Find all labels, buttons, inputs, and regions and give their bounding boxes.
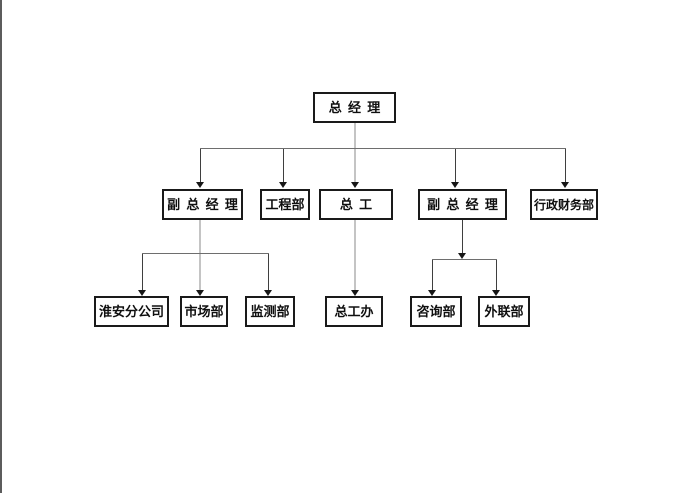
arrow-down-icon — [561, 182, 569, 188]
node-chief-engineer: 总 工 — [319, 189, 393, 220]
arrow-down-icon — [138, 290, 146, 296]
node-chief-eng-office: 总工办 — [325, 296, 383, 327]
node-marketing-dept: 市场部 — [180, 296, 228, 327]
arrow-down-icon — [451, 182, 459, 188]
node-general-manager: 总 经 理 — [313, 92, 396, 123]
node-huaian-branch: 淮安分公司 — [94, 296, 169, 327]
connector-chief-eng-stem — [354, 220, 356, 290]
node-consulting-dept: 咨询部 — [410, 296, 462, 327]
connector-gm-stem — [354, 123, 356, 149]
page-left-edge-line — [0, 0, 2, 493]
node-admin-finance-dept: 行政财务部 — [530, 189, 598, 220]
connector-gm-hline — [200, 148, 566, 149]
connector-drop-admin-finance — [565, 149, 566, 182]
node-external-relations-dept: 外联部 — [478, 296, 530, 327]
arrow-down-icon — [428, 290, 436, 296]
node-monitoring-dept: 监测部 — [245, 296, 295, 327]
arrow-down-icon — [351, 290, 359, 296]
connector-vice-gm-left-hline — [142, 253, 269, 254]
connector-vice-gm-right-hline — [432, 259, 497, 260]
arrow-down-icon — [492, 290, 500, 296]
arrow-down-icon — [196, 290, 204, 296]
connector-drop-engineering — [283, 149, 284, 182]
arrow-down-icon — [196, 182, 204, 188]
connector-drop-vice-gm-right — [455, 149, 456, 182]
node-vice-gm-left: 副 总 经 理 — [162, 189, 243, 220]
connector-drop-huaian-branch — [142, 254, 143, 290]
arrow-down-icon — [458, 253, 466, 259]
arrow-down-icon — [264, 290, 272, 296]
connector-vice-gm-left-stem — [199, 219, 201, 290]
arrow-down-icon — [351, 182, 359, 188]
connector-drop-consulting — [432, 260, 433, 290]
connector-drop-chief-eng — [354, 149, 356, 182]
connector-drop-external-rel — [496, 260, 497, 290]
node-engineering-dept: 工程部 — [260, 189, 310, 220]
node-vice-gm-right: 副 总 经 理 — [418, 189, 507, 220]
connector-drop-vice-gm-left — [200, 149, 201, 182]
connector-drop-monitoring — [268, 254, 269, 290]
arrow-down-icon — [279, 182, 287, 188]
connector-vice-gm-right-stem — [462, 220, 463, 253]
